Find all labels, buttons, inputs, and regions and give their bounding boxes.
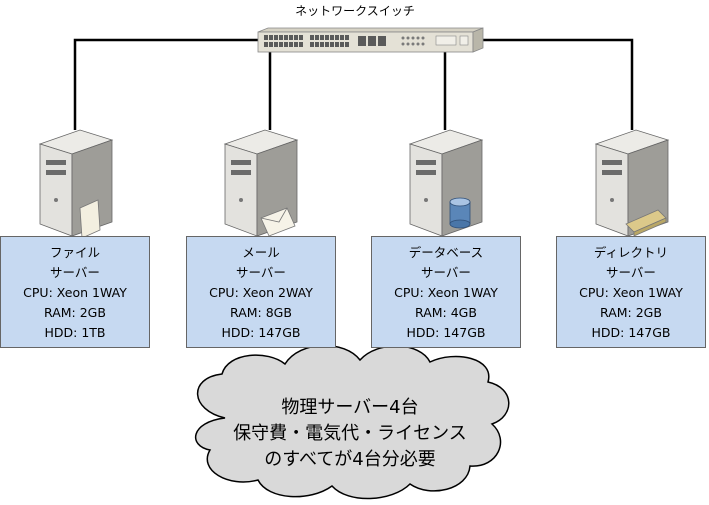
server-name-suffix: サーバー [606, 265, 656, 280]
network-links [73, 38, 634, 130]
cloud-callout-text: 物理サーバー4台 保守費・電気代・ライセンス のすべてが4台分必要 [200, 395, 500, 473]
hdd-spec: HDD: 147GB [406, 325, 486, 340]
hdd-spec: HDD: 147GB [221, 325, 301, 340]
server-name: ディレクトリ [593, 245, 669, 260]
directory-server-spec-box: ディレクトリ サーバー CPU: Xeon 1WAY RAM: 2GB HDD:… [556, 236, 706, 348]
cpu-spec: CPU: Xeon 1WAY [23, 285, 127, 300]
cloud-line-2: 保守費・電気代・ライセンス [233, 423, 467, 444]
directory-server-icon [594, 129, 670, 237]
link-directory-server [470, 38, 634, 130]
cloud-line-1: 物理サーバー4台 [281, 397, 419, 418]
cloud-line-3: のすべてが4台分必要 [264, 449, 436, 470]
mail-server-icon [223, 129, 299, 237]
server-name-suffix: サーバー [236, 265, 286, 280]
server-name: ファイル [49, 245, 100, 260]
cpu-spec: CPU: Xeon 2WAY [209, 285, 313, 300]
ram-spec: RAM: 2GB [44, 305, 106, 320]
cloud-shape [194, 344, 510, 500]
server-name: データベース [408, 245, 484, 260]
ram-spec: RAM: 8GB [230, 305, 292, 320]
hdd-spec: HDD: 1TB [44, 325, 106, 340]
file-server-icon [38, 129, 114, 239]
network-switch-label: ネットワークスイッチ [295, 4, 415, 18]
network-switch-icon [257, 27, 484, 53]
ram-spec: RAM: 2GB [600, 305, 662, 320]
cpu-spec: CPU: Xeon 1WAY [394, 285, 498, 300]
database-server-icon [408, 129, 484, 237]
link-file-server [73, 38, 258, 130]
server-name-suffix: サーバー [421, 265, 471, 280]
server-name-suffix: サーバー [50, 265, 100, 280]
mail-server-spec-box: メール サーバー CPU: Xeon 2WAY RAM: 8GB HDD: 14… [186, 236, 336, 348]
database-server-spec-box: データベース サーバー CPU: Xeon 1WAY RAM: 4GB HDD:… [371, 236, 521, 348]
server-name: メール [242, 245, 280, 260]
cpu-spec: CPU: Xeon 1WAY [579, 285, 683, 300]
file-server-spec-box: ファイル サーバー CPU: Xeon 1WAY RAM: 2GB HDD: 1… [0, 236, 150, 348]
ram-spec: RAM: 4GB [415, 305, 477, 320]
hdd-spec: HDD: 147GB [591, 325, 671, 340]
